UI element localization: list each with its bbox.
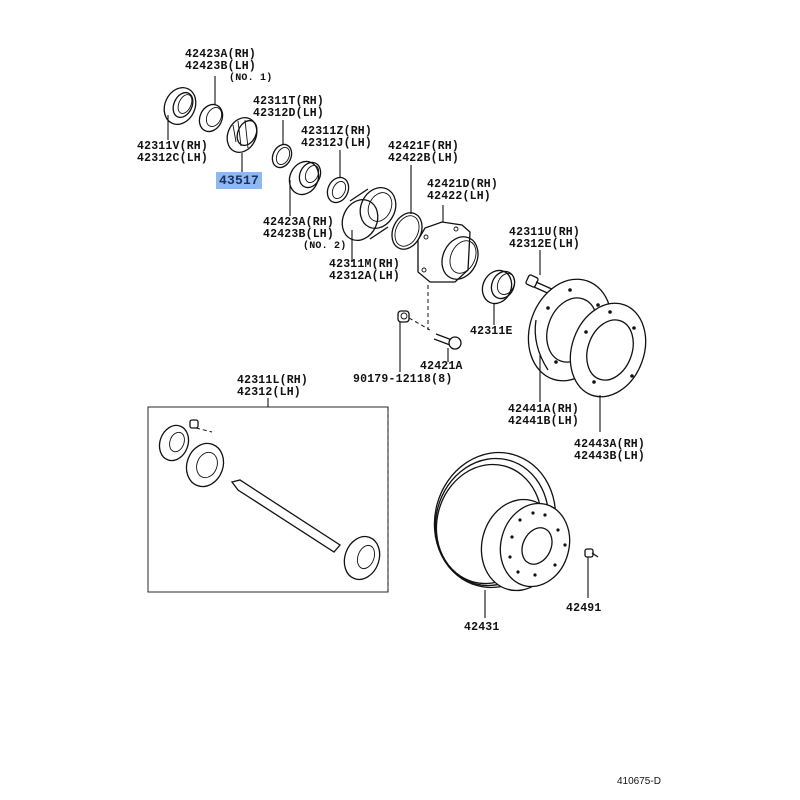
label-42443a[interactable]: 42443A(RH) 42443B(LH) [574,439,645,463]
label-42311t[interactable]: 42311T(RH) 42312D(LH) [253,96,324,120]
roller-bearing-43517[interactable] [222,113,263,157]
part-number-lh: 42422B(LH) [388,152,460,165]
label-42421a[interactable]: 42421A [420,361,463,373]
part-number-rh: 42311Z(RH) [301,125,373,138]
axle-shaft-42311l[interactable] [155,419,386,584]
part-number-rh: 42311M(RH) [329,258,401,271]
part-number-lh: 42423B(LH) [263,228,335,241]
part-number-rh: 42311V(RH) [137,140,209,153]
part-number-lh: 42422(LH) [427,190,491,203]
bearing-race-no1[interactable] [195,101,227,136]
part-number-lh: 42443B(LH) [574,450,646,463]
screw-42491[interactable] [584,548,599,558]
part-number-lh: 42423B(LH) [185,60,257,73]
part-number-rh: 42423A(RH) [263,216,335,229]
part-number-rh: 42311L(RH) [237,374,309,387]
part-number-lh: 42312C(LH) [137,152,209,165]
label-42423a-no2[interactable]: 42423A(RH) 42423B(LH) (NO. 2) [263,217,346,253]
part-number-rh: 42311U(RH) [509,226,581,239]
label-42311z[interactable]: 42311Z(RH) 42312J(LH) [301,126,372,150]
part-number-rh: 42423A(RH) [185,48,257,61]
label-42311u[interactable]: 42311U(RH) 42312E(LH) [509,227,580,251]
label-42441a[interactable]: 42441A(RH) 42441B(LH) [508,404,579,428]
part-number-rh: 42441A(RH) [508,403,580,416]
part-number-lh: 42312J(LH) [301,137,373,150]
part-number-lh: 42441B(LH) [508,415,580,428]
snap-ring-42311t[interactable] [269,141,295,170]
label-42431[interactable]: 42431 [464,622,500,634]
part-number-rh: 42421F(RH) [388,140,460,153]
label-42423a-no1[interactable]: 42423A(RH) 42423B(LH) (NO. 1) [185,49,272,85]
part-number-lh: 42312E(LH) [509,238,581,251]
label-42421f[interactable]: 42421F(RH) 42422B(LH) [388,141,459,165]
label-42311l[interactable]: 42311L(RH) 42312(LH) [237,375,308,399]
spacer-42311e[interactable] [477,266,519,309]
part-number: 42491 [566,602,602,615]
part-number-lh: 42312A(LH) [329,270,401,283]
nut-90179[interactable] [397,310,410,323]
part-number-rh: 42421D(RH) [427,178,499,191]
nut-dash [408,317,431,331]
part-number: 90179-12118(8) [353,373,453,386]
label-90179[interactable]: 90179-12118(8) [353,374,452,386]
part-number-lh: 42312D(LH) [253,107,325,120]
oil-seal-42311v[interactable] [158,82,201,129]
part-number-lh: 42312(LH) [237,386,301,399]
brake-drum-42431[interactable] [419,439,578,601]
label-42311e[interactable]: 42311E [470,326,513,338]
part-number: 42311E [470,325,513,338]
part-number-rh: 42443A(RH) [574,438,646,451]
part-note: (NO. 1) [229,73,273,84]
highlighted-part-number: 43517 [216,172,263,189]
diagram-reference-code: 410675-D [617,776,661,787]
part-number: 42421A [420,360,463,373]
part-number-rh: 42311T(RH) [253,95,325,108]
bearing-case-42421d[interactable] [417,221,485,285]
label-42311v[interactable]: 42311V(RH) 42312C(LH) [137,141,208,165]
hub-bolt-42421a[interactable] [433,333,462,350]
seal-42311z[interactable] [323,174,352,206]
bearing-race-no2[interactable] [284,157,324,200]
label-43517-highlighted[interactable]: 43517 [216,172,263,189]
part-note: (NO. 2) [303,241,347,252]
bearing-42311m[interactable] [336,182,403,246]
label-42311m[interactable]: 42311M(RH) 42312A(LH) [329,259,400,283]
gasket-42443a[interactable] [558,293,658,408]
label-42491[interactable]: 42491 [566,603,602,615]
part-number: 42431 [464,621,500,634]
label-42421d[interactable]: 42421D(RH) 42422(LH) [427,179,498,203]
